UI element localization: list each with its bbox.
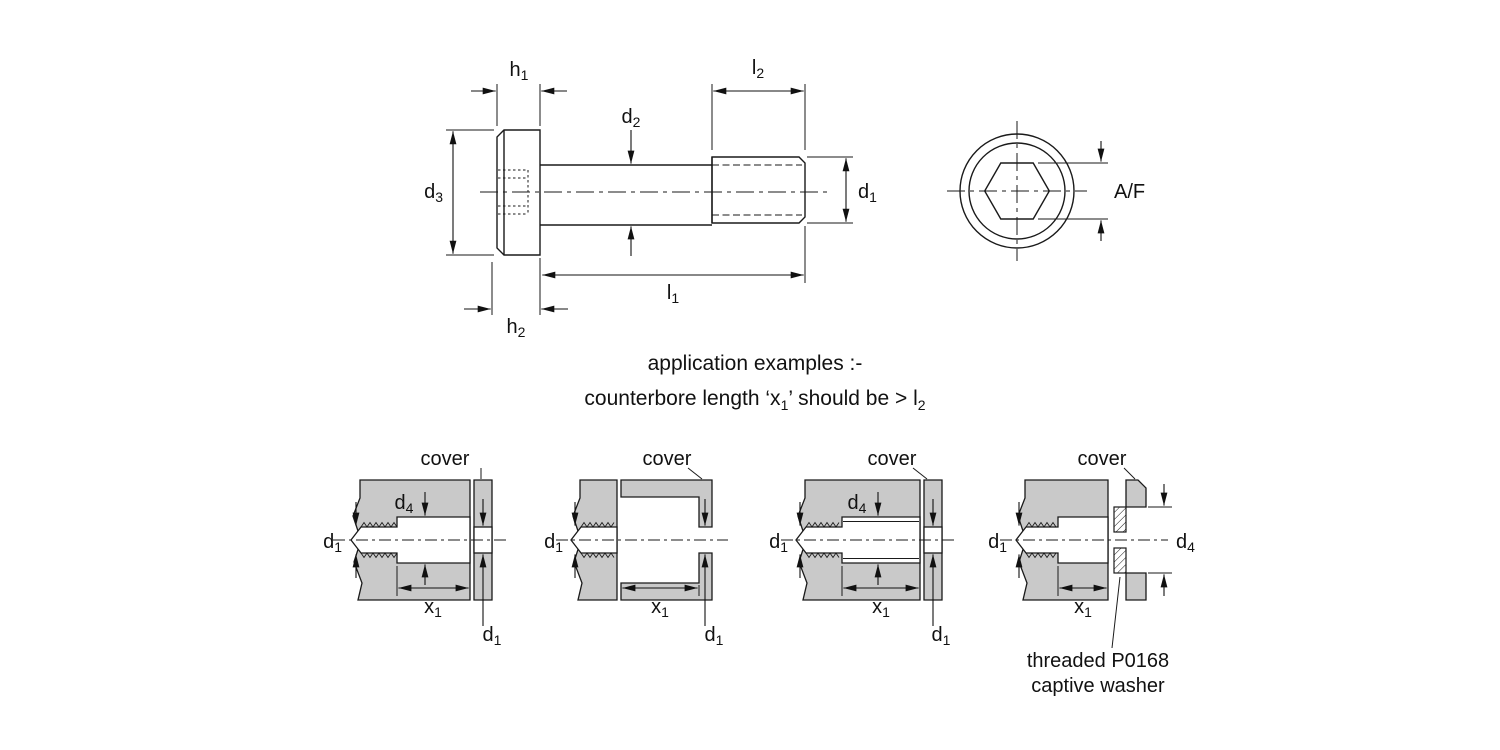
thread-profile-top — [1025, 521, 1057, 528]
dim-x1: x1 — [622, 584, 700, 620]
example-3: cover d1 d4 x1 d1 — [769, 448, 956, 648]
dim-af: A/F — [1038, 141, 1145, 241]
dim-d4: d4 — [848, 492, 882, 585]
dim-label-d1: d1 — [932, 624, 951, 648]
example-1: cover d1 d4 x1 d1 — [323, 448, 508, 648]
dim-x1: x1 — [841, 566, 919, 620]
hex-socket-hidden-lines — [498, 169, 529, 215]
dim-label-h1: h1 — [510, 59, 529, 83]
dim-h2: h2 — [464, 262, 568, 340]
dim-label-d4: d4 — [848, 492, 867, 516]
dim-l1: l1 — [539, 226, 806, 315]
dim-d1-cover: d1 — [701, 499, 724, 648]
captive-washer-lower — [1113, 547, 1127, 574]
thread-profile-bottom — [360, 552, 398, 559]
dim-label-l1: l1 — [667, 282, 679, 306]
dim-label-d4: d4 — [1176, 531, 1195, 555]
cover-label: cover — [868, 448, 917, 470]
dim-label-d2: d2 — [622, 106, 641, 130]
dim-label-d4: d4 — [395, 492, 414, 516]
dim-d4-cover: d4 — [1148, 484, 1195, 596]
head-outer-circle — [959, 133, 1075, 249]
dim-d4: d4 — [395, 492, 429, 585]
dim-label-d1: d1 — [483, 624, 502, 648]
cover-section-lower — [1125, 572, 1147, 601]
cover-label: cover — [643, 448, 692, 470]
dim-label-af: A/F — [1114, 181, 1145, 203]
dim-label-d1: d1 — [544, 531, 563, 555]
dim-label-x1: x1 — [424, 596, 442, 620]
dim-h1: h1 — [471, 59, 567, 126]
thread-profile-bottom — [1025, 552, 1057, 559]
dim-label-x1: x1 — [872, 596, 890, 620]
note-counterbore-length: counterbore length ‘x1’ should be > l2 — [584, 387, 925, 413]
dim-label-d1: d1 — [705, 624, 724, 648]
captive-washer-upper — [1113, 506, 1127, 533]
thread-profile-bottom — [805, 552, 840, 559]
dim-label-x1: x1 — [651, 596, 669, 620]
dim-d1-cover: d1 — [479, 499, 502, 648]
dim-d1-tapped: d1 — [988, 502, 1023, 578]
dim-label-d1: d1 — [323, 531, 342, 555]
note-application-examples: application examples :- — [648, 352, 863, 375]
cover-label: cover — [421, 448, 470, 470]
cover-leader-line — [912, 467, 928, 480]
dim-l2: l2 — [711, 57, 806, 150]
dim-x1: x1 — [1057, 566, 1107, 620]
cover-leader-line — [687, 467, 703, 480]
dim-d2: d2 — [622, 106, 641, 256]
example-4: cover d1 x1 d4 threaded P0168 captive wa… — [988, 448, 1195, 697]
head-chamfer-circle — [968, 142, 1066, 240]
thread-profile-top — [580, 521, 615, 528]
dim-label-d1: d1 — [769, 531, 788, 555]
screw-end-view — [947, 121, 1087, 261]
cover-section-upper — [1125, 479, 1147, 508]
dim-label-x1: x1 — [1074, 596, 1092, 620]
thread-profile-top — [805, 521, 840, 528]
dim-d1-tapped: d1 — [323, 502, 360, 578]
washer-caption-line2: captive washer — [1031, 675, 1165, 697]
washer-leader-line — [1111, 576, 1121, 649]
dim-d1-tapped: d1 — [544, 502, 579, 578]
dim-x1: x1 — [396, 566, 469, 620]
dim-d1-tapped: d1 — [769, 502, 804, 578]
cover-leader-line — [1123, 467, 1136, 480]
dim-d3: d3 — [424, 129, 494, 256]
cover-label: cover — [1078, 448, 1127, 470]
dim-label-d1-side: d1 — [858, 181, 877, 205]
dim-label-d3: d3 — [424, 181, 443, 205]
screw-side-view — [480, 129, 832, 256]
thread-profile-top — [360, 521, 398, 528]
dim-d1-cover: d1 — [929, 499, 951, 648]
hex-socket — [983, 162, 1051, 220]
dim-label-d1: d1 — [988, 531, 1007, 555]
thread-profile-bottom — [580, 552, 615, 559]
dim-d1-side: d1 — [807, 156, 877, 224]
washer-caption-line1: threaded P0168 — [1027, 650, 1169, 672]
dim-label-l2: l2 — [752, 57, 764, 81]
dim-label-h2: h2 — [507, 316, 526, 340]
cover-section-upper — [620, 479, 713, 528]
example-2: cover d1 x1 d1 — [544, 448, 728, 648]
